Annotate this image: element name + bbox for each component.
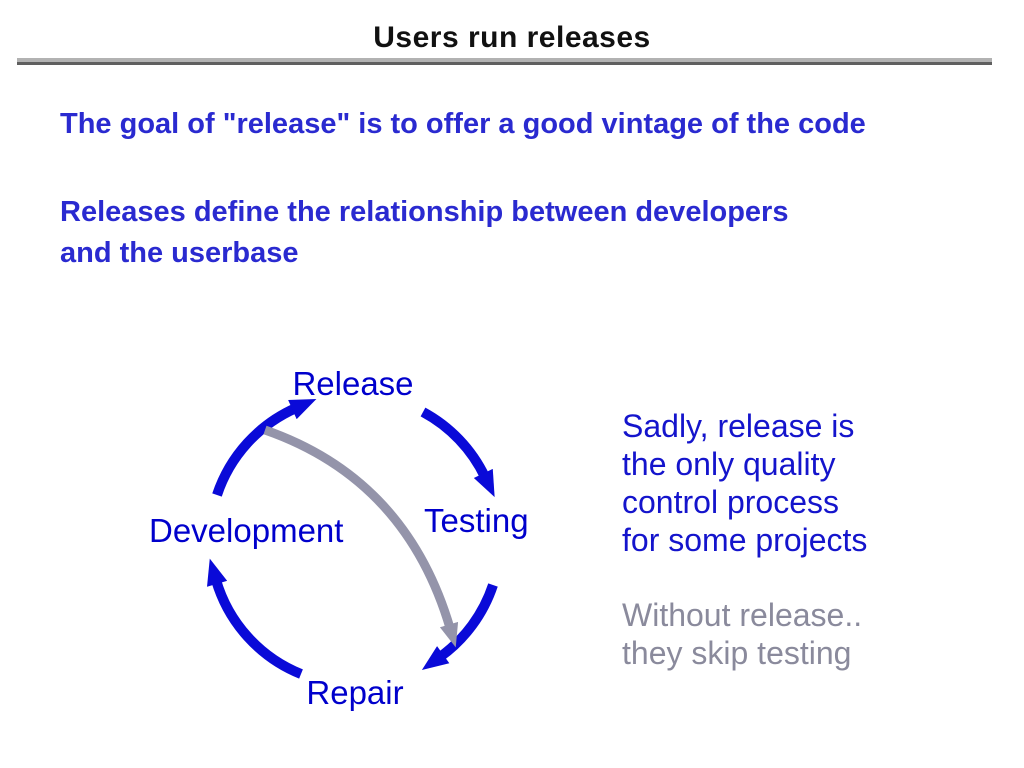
arc-testing-to-repair	[421, 583, 498, 671]
paragraph-goal: The goal of "release" is to offer a good…	[60, 108, 866, 140]
title-rule	[17, 58, 992, 65]
node-repair: Repair	[306, 674, 404, 711]
node-release: Release	[292, 365, 414, 402]
release-cycle-diagram	[207, 398, 498, 679]
side-note-quality-control: Sadly, release is the only quality contr…	[622, 408, 868, 558]
arc-development-to-release	[212, 398, 317, 497]
shortcut-arrow-release-to-repair	[263, 425, 459, 648]
node-development: Development	[149, 512, 344, 549]
node-testing: Testing	[424, 502, 529, 539]
slide-title: Users run releases	[373, 21, 651, 54]
arc-release-to-testing	[420, 407, 495, 498]
paragraph-relationship: Releases define the relationship between…	[60, 196, 789, 269]
side-note-skip-testing: Without release.. they skip testing	[622, 597, 863, 671]
arc-repair-to-development	[207, 558, 303, 679]
